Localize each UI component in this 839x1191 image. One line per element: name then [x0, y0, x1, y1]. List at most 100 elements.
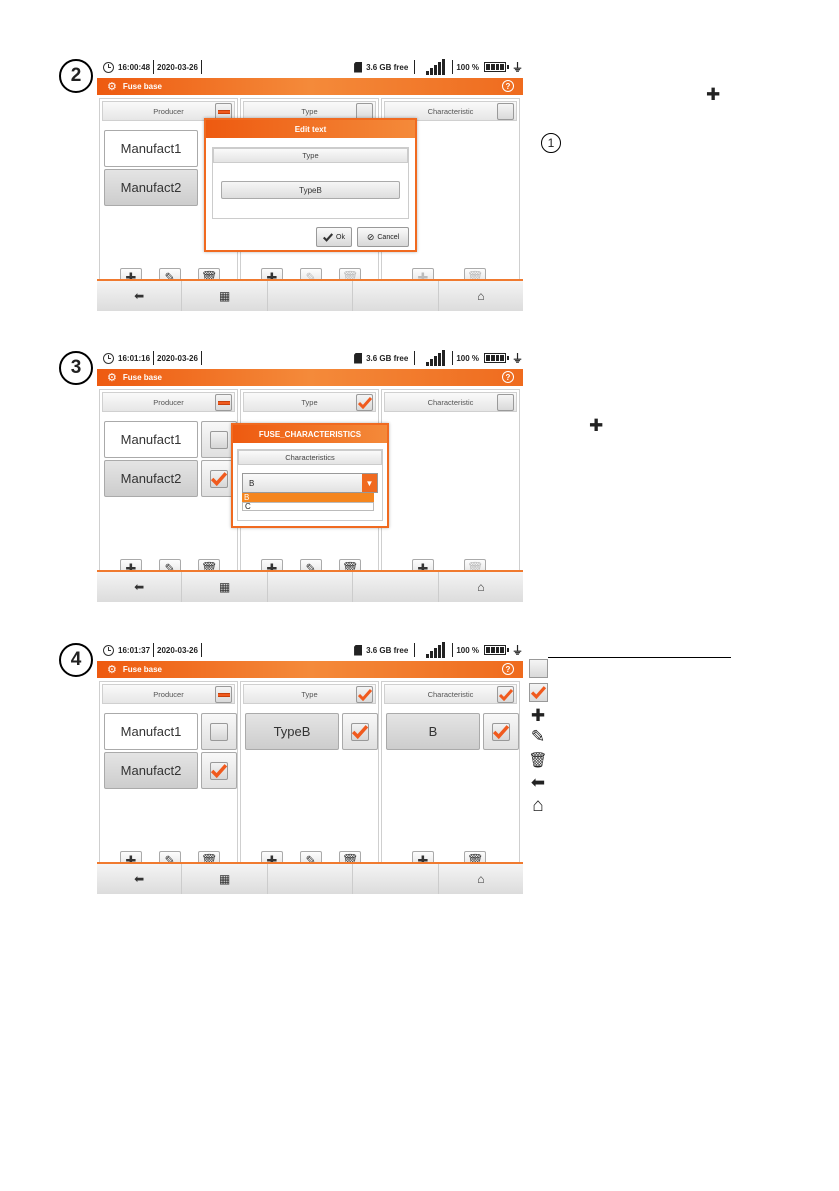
column-header-label: Producer [153, 397, 184, 407]
dialog-title: Edit text [206, 120, 415, 138]
selected-value: B [249, 478, 255, 488]
legend-divider [548, 657, 731, 658]
check-icon [323, 232, 334, 242]
list-item[interactable]: Manufact1 [104, 130, 198, 167]
empty-nav-button[interactable] [353, 864, 439, 894]
arrow-left-icon: ⬅ [530, 773, 546, 792]
table-icon: ▦ [218, 872, 231, 886]
home-icon: ⌂ [532, 795, 544, 816]
field-label: Type [213, 148, 408, 163]
home-button[interactable]: ⌂ [438, 572, 524, 602]
status-storage: 3.6 GB free [366, 62, 409, 72]
select-all-checkbox[interactable] [497, 394, 514, 411]
back-button[interactable]: ⬅ [97, 281, 183, 311]
back-button[interactable]: ⬅ [97, 572, 183, 602]
help-icon[interactable]: ? [502, 663, 514, 675]
list-item[interactable]: B [386, 713, 480, 750]
check-icon [358, 397, 372, 409]
clock-icon [103, 644, 114, 656]
empty-nav-button[interactable] [267, 572, 354, 602]
sd-card-icon [354, 644, 363, 656]
column-producer: Producer Manufact1 Manufact2 ✚ ✎ 🗑 [99, 681, 238, 876]
home-icon: ⌂ [477, 872, 485, 886]
chevron-down-icon[interactable]: ▼ [362, 474, 377, 492]
home-button[interactable]: ⌂ [438, 864, 524, 894]
empty-nav-button[interactable] [267, 864, 354, 894]
select-all-checkbox[interactable] [215, 394, 232, 411]
step-number-badge: 3 [59, 351, 93, 385]
page-title: Fuse base [122, 82, 163, 91]
home-icon: ⌂ [477, 580, 485, 594]
list-item[interactable]: Manufact2 [104, 460, 198, 497]
sd-card-icon [354, 352, 363, 364]
plug-icon: ⏚ [512, 645, 523, 657]
bottom-nav: ⬅ ▦ ⌂ [97, 570, 524, 602]
add-icon: ✚ [530, 706, 546, 725]
battery-icon [484, 353, 509, 363]
step-number-badge: 2 [59, 59, 93, 93]
cancel-button[interactable]: ⊘ Cancel [357, 227, 409, 247]
type-text-field[interactable]: TypeB [221, 181, 400, 199]
arrow-left-icon: ⬅ [134, 289, 145, 303]
cancel-icon: ⊘ [366, 231, 375, 242]
arrow-left-icon: ⬅ [134, 580, 145, 594]
table-button[interactable]: ▦ [182, 281, 268, 311]
help-icon[interactable]: ? [502, 371, 514, 383]
battery-icon [484, 62, 509, 72]
ok-button[interactable]: Ok [316, 227, 352, 247]
item-checkbox-checked[interactable] [342, 713, 378, 750]
list-item[interactable]: Manufact2 [104, 752, 198, 789]
status-date: 2020-03-26 [157, 353, 198, 363]
item-checkbox-checked[interactable] [201, 752, 237, 789]
list-item[interactable]: Manufact2 [104, 169, 198, 206]
table-button[interactable]: ▦ [182, 864, 268, 894]
status-bar: 16:00:48 2020-03-26 3.6 GB free 100 % ⏚ [97, 57, 523, 77]
list-item[interactable]: Manufact1 [104, 713, 198, 750]
check-icon [211, 404, 227, 554]
table-icon: ▦ [218, 289, 231, 303]
characteristics-select[interactable]: B ▼ [242, 473, 378, 493]
gear-icon: ⚙ [107, 372, 117, 384]
column-header: Characteristic [384, 684, 517, 704]
column-header: Characteristic [384, 101, 517, 121]
edit-icon: ✎ [530, 727, 546, 746]
dropdown-option-selected[interactable]: B [242, 493, 374, 502]
table-button[interactable]: ▦ [182, 572, 268, 602]
status-date: 2020-03-26 [157, 645, 198, 655]
ok-label: Ok [336, 233, 345, 241]
item-checkbox[interactable] [201, 713, 237, 750]
empty-nav-button[interactable] [353, 281, 439, 311]
home-button[interactable]: ⌂ [438, 281, 524, 311]
column-header: Characteristic [384, 392, 517, 412]
dropdown-option[interactable]: C [242, 502, 374, 511]
select-all-checkbox-checked[interactable] [356, 394, 373, 411]
plug-icon: ⏚ [512, 62, 523, 74]
unchecked-box-icon [528, 658, 548, 678]
column-characteristic: Characteristic B ✚ 🗑 [381, 681, 520, 876]
dialog-title: FUSE_CHARACTERISTICS [233, 425, 387, 443]
list-item[interactable]: TypeB [245, 713, 339, 750]
empty-nav-button[interactable] [267, 281, 354, 311]
back-button[interactable]: ⬅ [97, 864, 183, 894]
status-battery: 100 % [456, 645, 479, 655]
cancel-label: Cancel [377, 233, 400, 241]
gear-icon: ⚙ [107, 664, 117, 676]
field-label: Characteristics [238, 450, 382, 465]
plug-icon: ⏚ [512, 353, 523, 365]
fuse-characteristics-dialog: FUSE_CHARACTERISTICS Characteristics B ▼… [231, 423, 389, 528]
status-bar: 16:01:16 2020-03-26 3.6 GB free 100 % ⏚ [97, 348, 523, 368]
item-checkbox-checked[interactable] [483, 713, 519, 750]
screen-step-3: 16:01:16 2020-03-26 3.6 GB free 100 % ⏚ … [97, 348, 524, 603]
select-all-checkbox-checked[interactable] [497, 686, 514, 703]
list-item[interactable]: Manufact1 [104, 421, 198, 458]
column-header: Producer [102, 392, 235, 412]
help-icon[interactable]: ? [502, 80, 514, 92]
select-all-checkbox-checked[interactable] [356, 686, 373, 703]
select-all-checkbox[interactable] [497, 103, 514, 120]
column-header-label: Producer [153, 689, 184, 699]
step-1-reference-badge: 1 [541, 133, 561, 153]
select-all-checkbox[interactable] [215, 686, 232, 703]
status-battery: 100 % [456, 62, 479, 72]
title-bar: ⚙ Fuse base ? [97, 661, 523, 678]
empty-nav-button[interactable] [353, 572, 439, 602]
